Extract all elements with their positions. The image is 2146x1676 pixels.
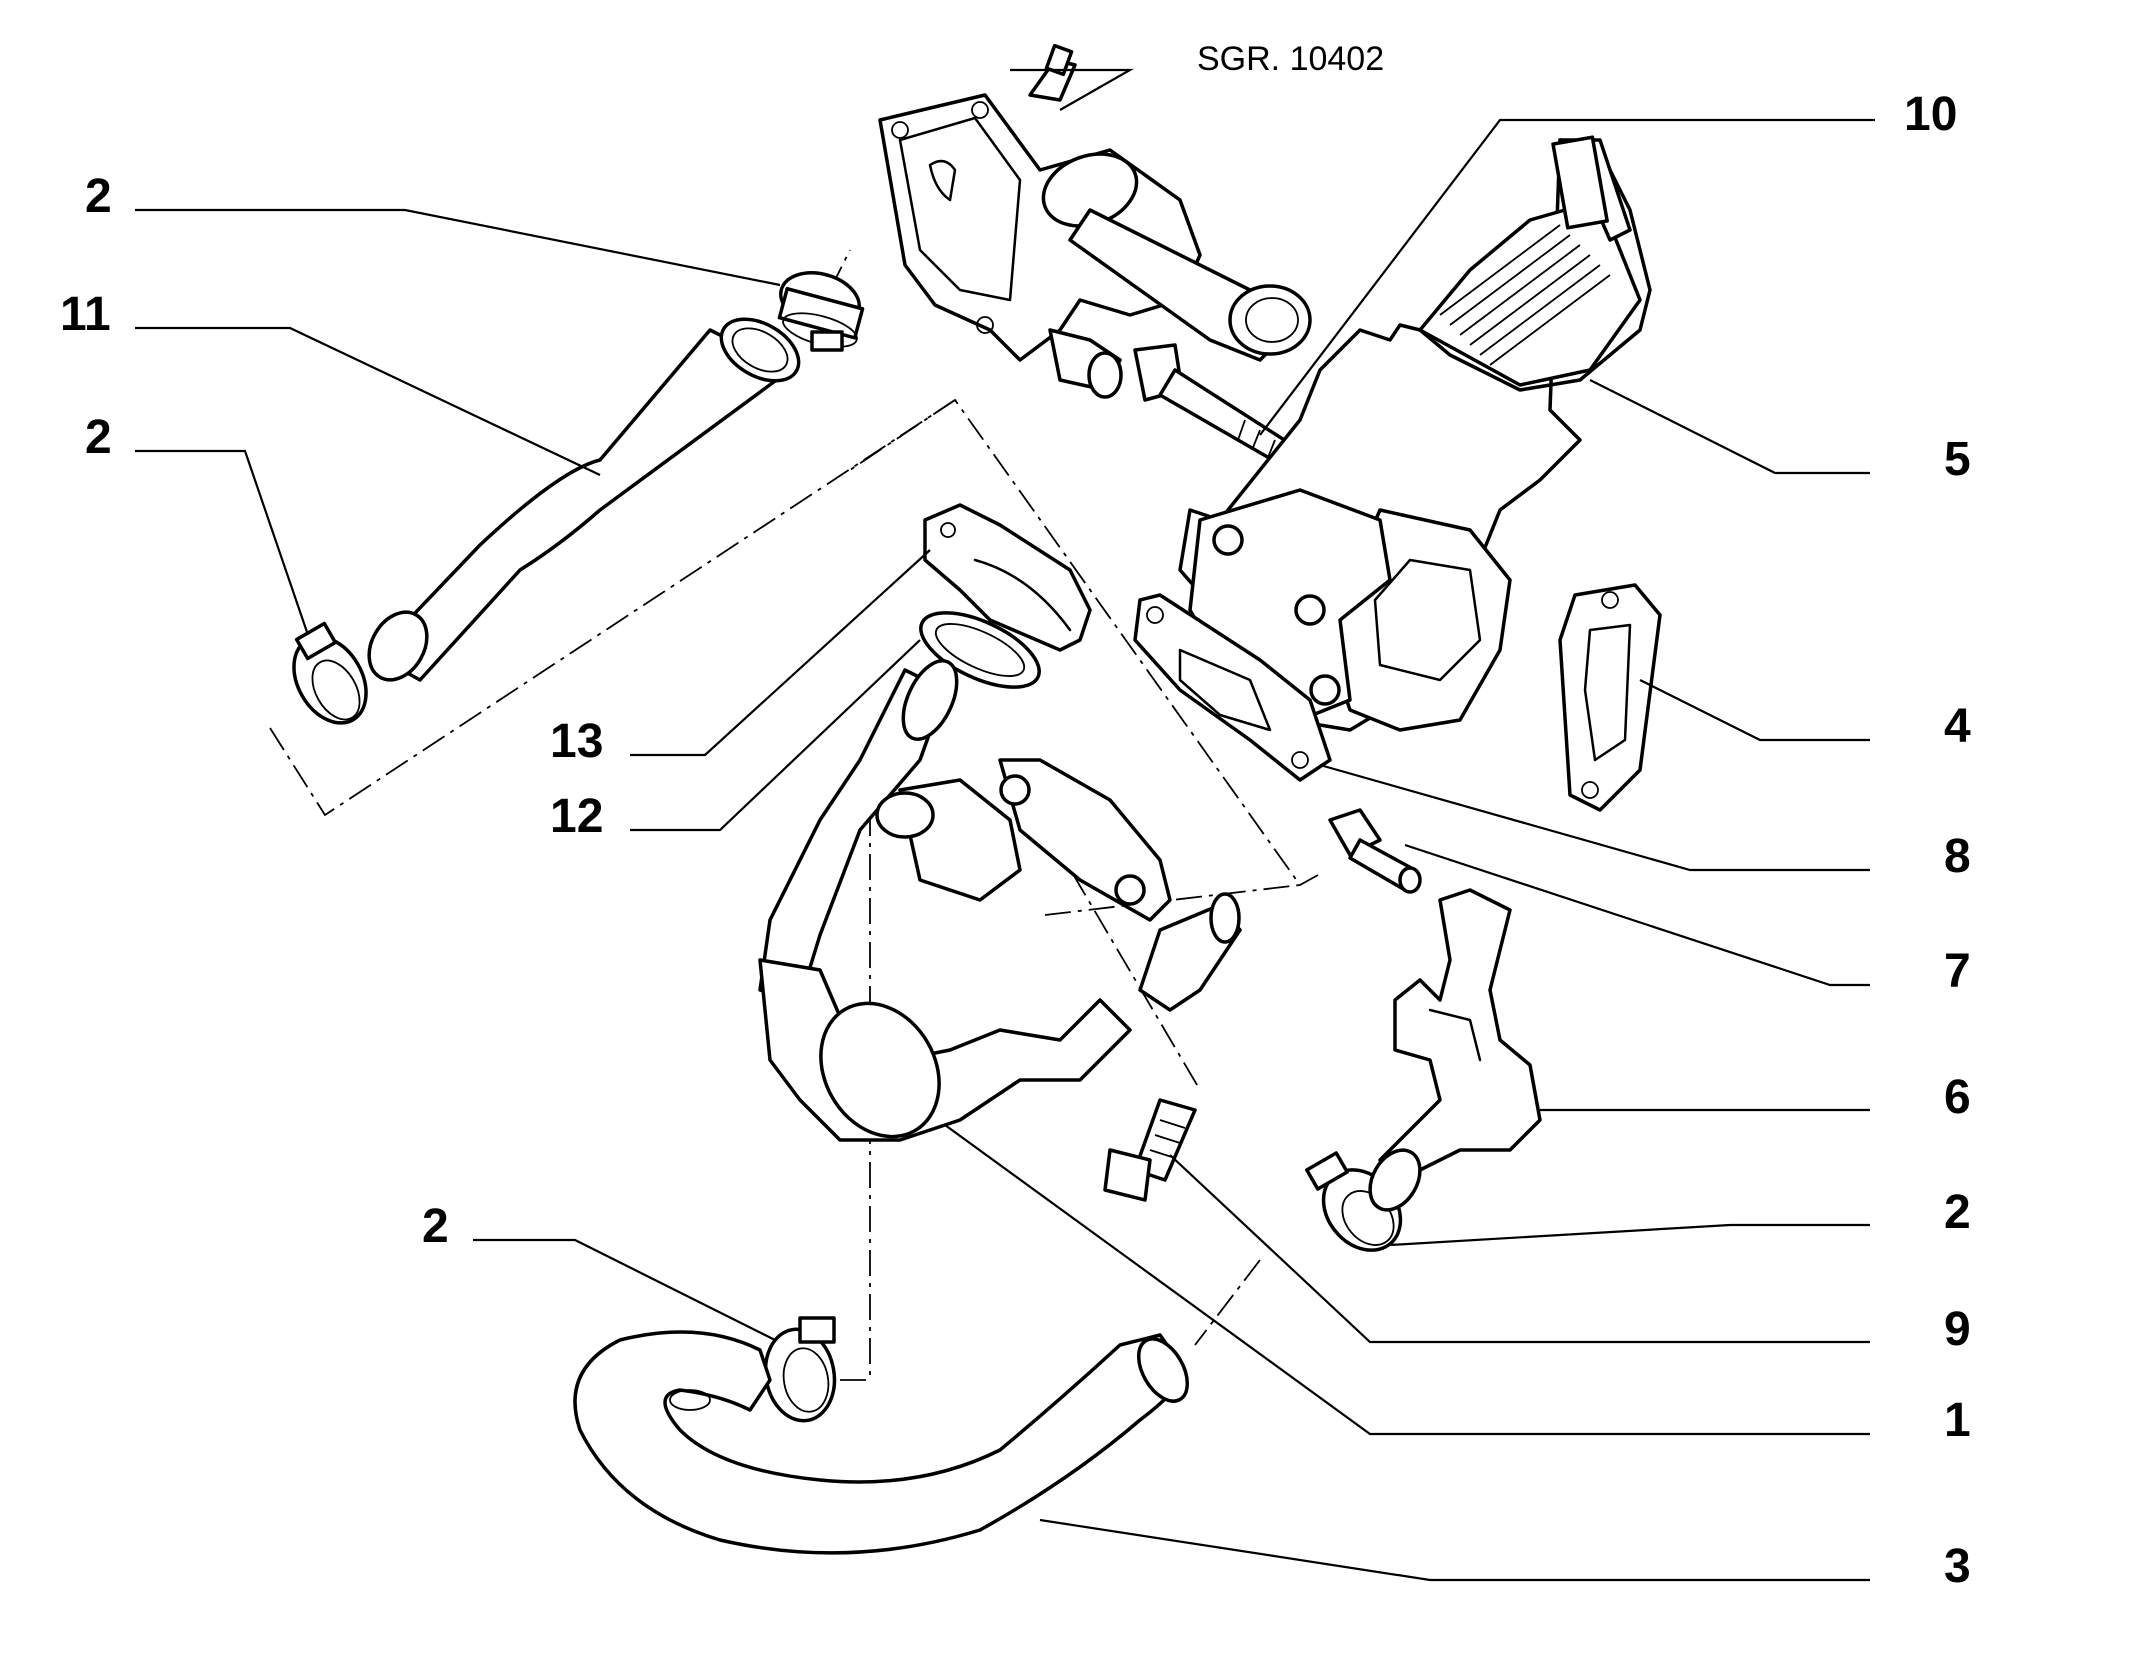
callout-2-left: 2 xyxy=(85,411,112,464)
hose-lower-part-3 xyxy=(573,1330,1190,1555)
pipe-assembly-part-1 xyxy=(758,659,1242,1142)
leader-lines xyxy=(135,68,1875,1582)
callout-7: 7 xyxy=(1944,945,1971,998)
pipe-part-6 xyxy=(1368,888,1542,1212)
flange-part-13 xyxy=(923,503,1092,652)
callout-6: 6 xyxy=(1944,1071,1971,1124)
callout-4: 4 xyxy=(1944,700,1971,753)
callout-3: 3 xyxy=(1944,1540,1971,1593)
bolt-part-7 xyxy=(1328,808,1422,894)
callout-11: 11 xyxy=(60,288,111,341)
callout-5: 5 xyxy=(1944,433,1971,486)
callout-2-upper: 2 xyxy=(85,170,112,223)
callout-10: 10 xyxy=(1904,88,1957,141)
hose-upper-part-11 xyxy=(367,317,801,682)
gasket-part-8 xyxy=(1133,593,1332,782)
callout-8: 8 xyxy=(1944,830,1971,883)
gasket-part-4 xyxy=(1558,583,1662,812)
clamp-icon-left xyxy=(292,621,368,725)
thermostat-housing xyxy=(878,43,1312,399)
callout-1: 1 xyxy=(1944,1394,1971,1447)
callout-12: 12 xyxy=(550,790,603,843)
callout-13: 13 xyxy=(550,715,603,768)
callout-2-right: 2 xyxy=(1944,1186,1971,1239)
callout-9: 9 xyxy=(1944,1303,1971,1356)
clamp-icon-upper xyxy=(777,271,865,352)
oring-part-12 xyxy=(919,611,1041,689)
callout-2-lower: 2 xyxy=(422,1200,449,1253)
reference-label: SGR. 10402 xyxy=(1197,40,1384,78)
clamp-icon-lower xyxy=(763,1316,837,1423)
bolt-part-9 xyxy=(1103,1098,1197,1202)
